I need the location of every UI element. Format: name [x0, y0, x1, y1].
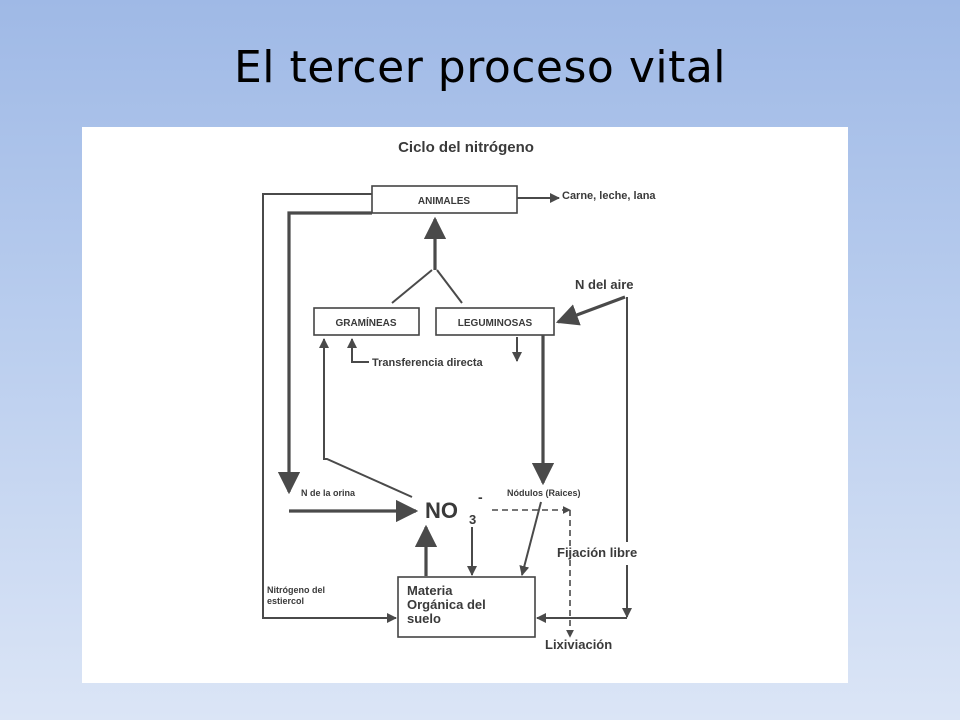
fijacion-libre-label: Fijación libre: [557, 545, 637, 560]
nitrate-label: NO: [425, 498, 458, 523]
slide-title: El tercer proceso vital: [233, 42, 727, 93]
diagram-title: Ciclo del nitrógeno: [398, 139, 534, 156]
n-de-la-orina-label: N de la orina: [301, 488, 356, 498]
gramineas-box: [313, 307, 420, 336]
arrow-orina-down: [277, 211, 372, 495]
materia-organica-box: [397, 576, 536, 638]
nitrogen-cycle-diagram: Ciclo del nitrógeno ANIMALES GRAMÍNEAS L…: [262, 139, 656, 652]
materia-label-line2: Orgánica del: [407, 597, 486, 612]
animales-label: ANIMALES: [418, 196, 471, 207]
estiercol-label-line1: Nitrógeno del: [267, 585, 325, 595]
arrow-nitrate-to-gramineas: [319, 338, 413, 498]
materia-label-line3: suelo: [407, 611, 441, 626]
lixiviacion-label: Lixiviación: [545, 637, 612, 652]
arrow-estiercol-loop: [262, 193, 397, 623]
carne-leche-lana-label: Carne, leche, lana: [562, 190, 656, 202]
n-del-aire-label: N del aire: [575, 277, 634, 292]
animales-box: [371, 185, 518, 214]
gramineas-label: GRAMÍNEAS: [335, 316, 396, 329]
arrow-leguminosas-converge: [436, 269, 463, 304]
leguminosas-label: LEGUMINOSAS: [458, 318, 533, 329]
arrow-aire-to-leguminosas: [555, 295, 626, 326]
estiercol-label-line2: estiercol: [267, 596, 304, 606]
arrow-gramineas-converge: [391, 269, 433, 304]
materia-label-line1: Materia: [407, 583, 453, 598]
leguminosas-box: [435, 307, 555, 336]
arrow-transfer-to-gramineas: [347, 338, 369, 363]
transferencia-directa-label: Transferencia directa: [372, 357, 484, 369]
nitrate-superscript: -: [478, 489, 483, 505]
arrow-nodulos-to-materia: [519, 501, 542, 576]
nodulos-raices-label: Nódulos (Raices): [507, 488, 581, 498]
nitrogen-cycle-figure: Ciclo del nitrógeno ANIMALES GRAMÍNEAS L…: [82, 127, 848, 683]
nitrate-subscript: 3: [469, 512, 476, 527]
